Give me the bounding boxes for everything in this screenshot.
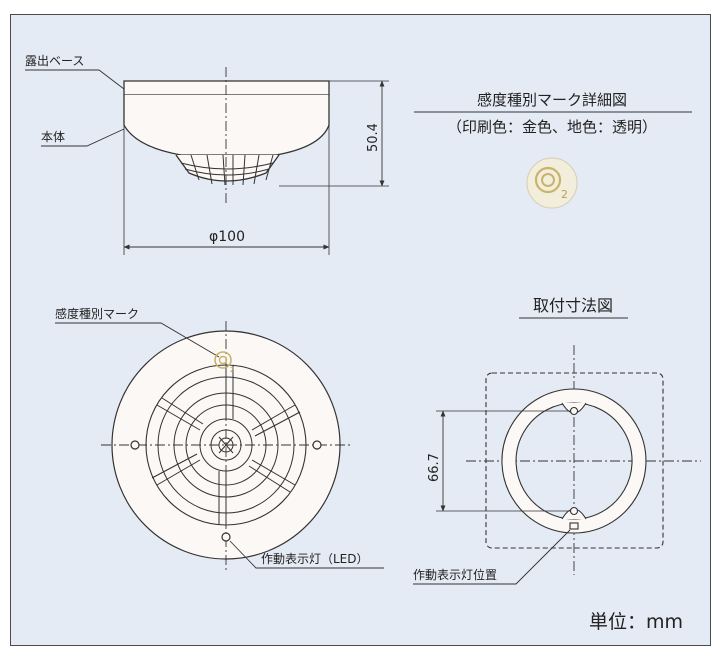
leader-body	[41, 128, 125, 147]
sensitivity-mark-large: 2	[526, 157, 578, 209]
mounting-hole-left	[130, 440, 140, 450]
label-surface-base: 露出ベース	[25, 54, 84, 68]
mark-digit-large: 2	[561, 188, 568, 201]
drawing-canvas: 露出ベース 本体 50.4 φ100 感度種別マーク詳細図 （印刷色：金色、地色…	[25, 54, 701, 633]
top-view	[55, 321, 384, 571]
dimension-height: 50.4	[366, 123, 381, 152]
dimension-diameter: φ100	[209, 229, 245, 245]
sensitivity-mark-small: 2	[214, 351, 234, 374]
led-indicator	[221, 532, 231, 542]
label-led: 作動表示灯（LED）	[261, 552, 369, 566]
leader-mark	[55, 322, 220, 358]
sensor-cage-shape	[175, 154, 280, 182]
label-body: 本体	[41, 130, 65, 144]
mounting-box-outline	[485, 372, 664, 549]
mounting-hole-bottom	[569, 506, 579, 516]
led-position-marker	[569, 522, 579, 530]
mark-detail-title: 感度種別マーク詳細図	[477, 91, 627, 109]
mark-detail-subtitle: （印刷色：金色、地色：透明）	[447, 118, 657, 136]
leader-base	[25, 69, 125, 90]
mark-digit-small: 2	[230, 366, 234, 374]
side-view	[25, 67, 389, 255]
drawing-sheet: 露出ベース 本体 50.4 φ100 感度種別マーク詳細図 （印刷色：金色、地色…	[10, 14, 711, 646]
label-led-position: 作動表示灯位置	[413, 567, 497, 582]
dimension-pitch: 66.7	[427, 453, 442, 482]
mounting-view	[413, 345, 701, 585]
mounting-hole-top	[569, 406, 579, 416]
mounting-title: 取付寸法図	[533, 296, 613, 315]
leader-led	[229, 540, 384, 569]
units-label: 単位：mm	[589, 611, 683, 633]
surface-base-shape	[123, 80, 330, 96]
detector-body-shape	[123, 95, 330, 156]
mounting-hole-right	[312, 440, 322, 450]
label-sensitivity-mark: 感度種別マーク	[55, 306, 139, 321]
leader-led-position	[413, 529, 571, 585]
